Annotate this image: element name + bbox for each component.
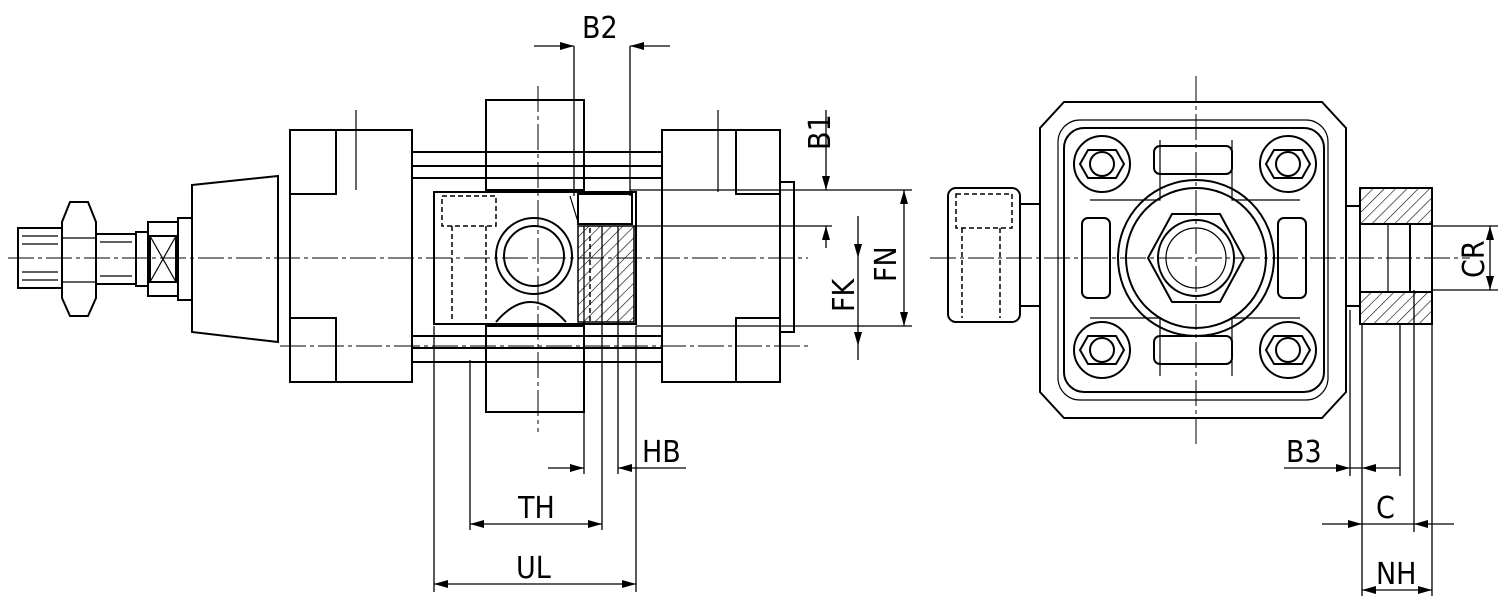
right-trunnion-pin [1345, 187, 1433, 325]
ul-label: UL [516, 551, 551, 586]
end-dimensions: CR B3 C NH [1284, 225, 1498, 596]
left-trunnion-pin [947, 187, 1041, 323]
end-view [930, 76, 1470, 446]
trunnion-block [433, 99, 637, 413]
trunnion-section-hatch [577, 225, 635, 323]
side-dimensions: B2 B1 FN FK HB TH [433, 11, 912, 592]
b2-label: B2 [582, 11, 618, 46]
fk-label: FK [827, 277, 862, 312]
c-label: C [1376, 491, 1395, 526]
front-head [191, 174, 279, 344]
fn-label: FN [869, 246, 904, 282]
rear-cover [661, 110, 795, 383]
side-view [8, 86, 808, 432]
cylinder-tube [412, 151, 662, 363]
front-cover [289, 110, 413, 383]
b3-label: B3 [1286, 435, 1322, 470]
corner-bolts [1073, 135, 1317, 379]
th-label: TH [517, 491, 555, 526]
rod-end-nut [17, 201, 193, 317]
b1-label: B1 [803, 114, 838, 150]
cr-label: CR [1457, 240, 1492, 278]
nh-label: NH [1376, 557, 1417, 592]
hb-label: HB [642, 435, 681, 470]
